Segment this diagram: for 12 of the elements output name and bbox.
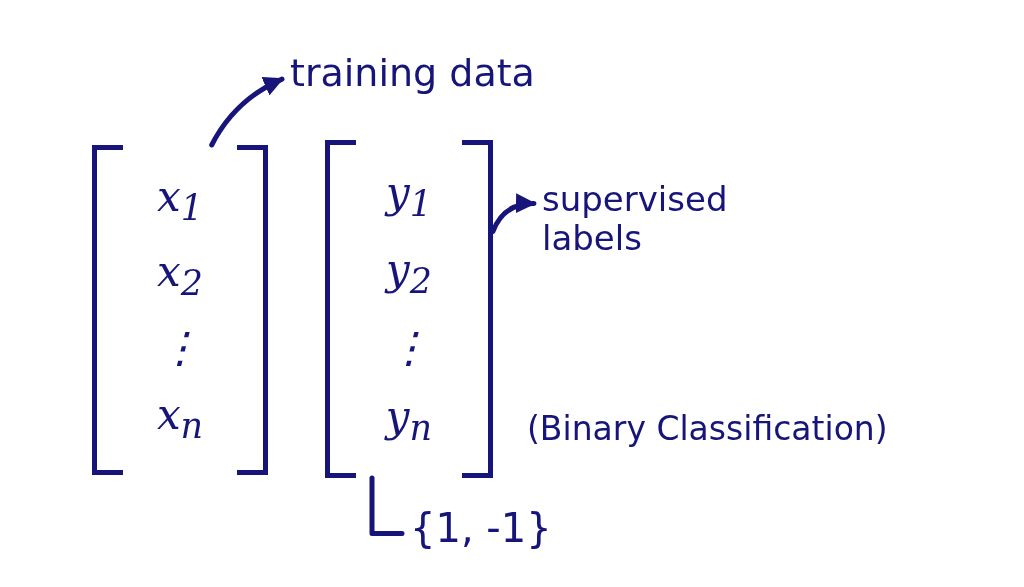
vector-entry: x$_{2}$ [157,249,203,304]
vector-entry: y$_{1}$ [386,169,432,224]
annotation-text: supervised labels [534,180,728,259]
vector-entry: x$_{n}$ [156,392,204,447]
vector-entry: y$_{n}$ [385,394,433,449]
annotation-text: {1, -1} [402,505,552,551]
vector-entry: ⋮ [388,324,430,371]
annotation-text: (Binary Classification) [527,410,888,448]
vector-entry: y$_{2}$ [386,247,432,302]
annotation-text: training data [282,52,535,96]
vector-entry: x$_{1}$ [157,173,203,228]
vector-entry: ⋮ [159,324,201,371]
